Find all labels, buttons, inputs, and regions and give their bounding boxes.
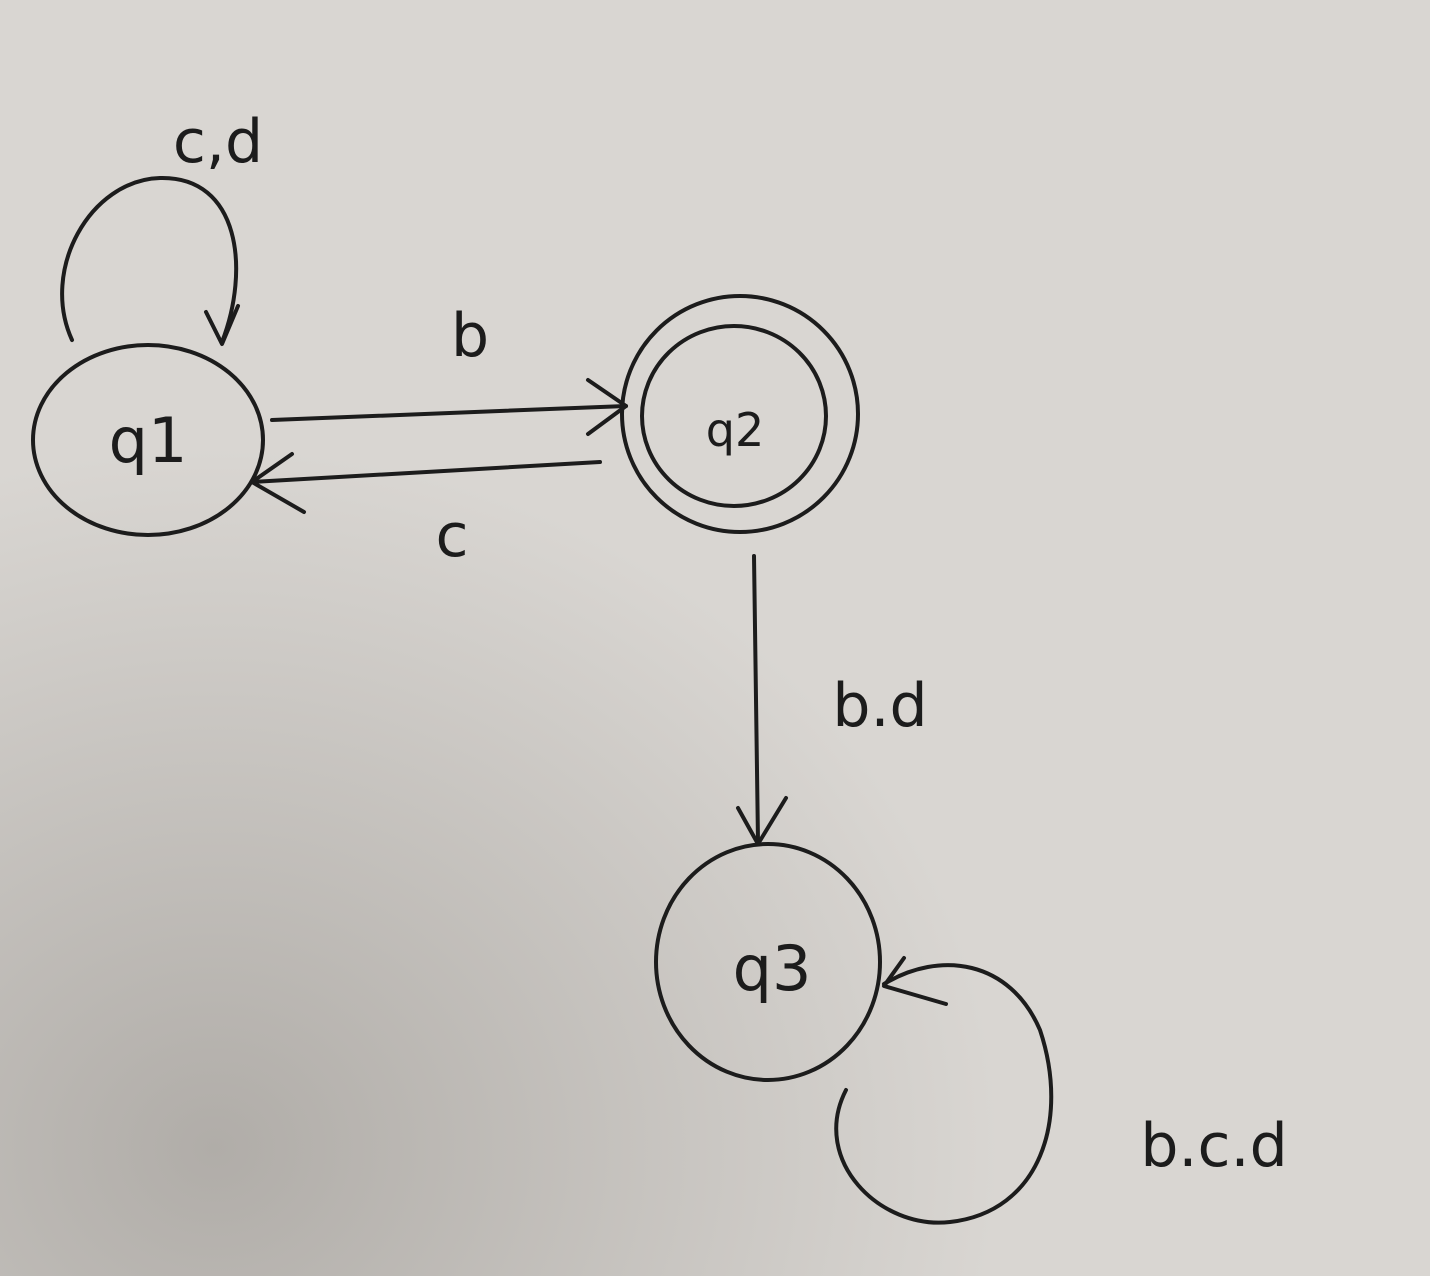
edge-q2-q3-arrowhead [736, 796, 788, 846]
state-q1-label: q1 [109, 404, 188, 477]
transition-q3-self-loop: b.c.d [834, 956, 1288, 1225]
edge-q1-q2-label: b [451, 301, 489, 371]
edge-q2-q1-label: c [436, 501, 469, 571]
loop-q3-arrowhead [882, 956, 948, 1006]
state-q3-label: q3 [733, 932, 812, 1005]
state-q2-outer-circle [620, 294, 860, 534]
state-q1: q1 [31, 343, 265, 537]
edge-q2-q1-line [250, 460, 602, 484]
state-q2-inner-circle [640, 324, 828, 508]
transition-q1-self-loop: c,d [60, 107, 263, 346]
state-q2: q2 [620, 294, 860, 534]
loop-q3-path [834, 963, 1054, 1225]
transition-q1-q2: b [270, 301, 628, 436]
state-q1-circle [31, 343, 265, 537]
edge-q1-q2-line [270, 404, 628, 422]
edge-q2-q1-arrowhead [250, 452, 306, 514]
transition-q2-q3: b.d [736, 554, 928, 846]
loop-q3-label: b.c.d [1140, 1111, 1287, 1181]
edge-q2-q3-line [752, 554, 760, 844]
loop-q1-arrowhead [204, 304, 240, 346]
state-q2-label: q2 [706, 403, 764, 457]
edge-q2-q3-label: b.d [832, 671, 927, 741]
loop-q1-label: c,d [173, 107, 263, 177]
state-q3-circle [654, 842, 882, 1082]
state-q3: q3 [654, 842, 882, 1082]
edge-q1-q2-arrowhead [586, 378, 628, 436]
transition-q2-q1: c [250, 452, 602, 571]
loop-q1-path [60, 175, 239, 344]
